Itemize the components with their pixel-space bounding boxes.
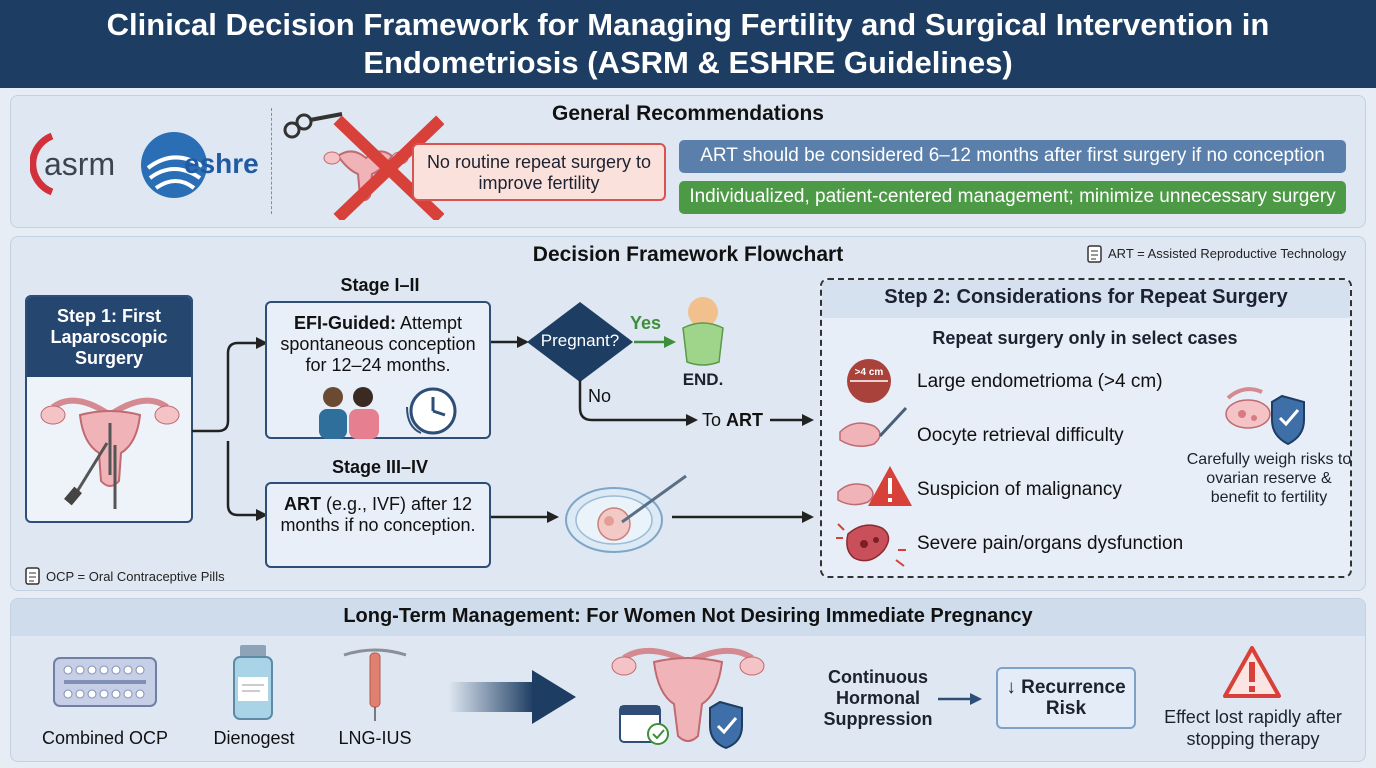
- stage-1-2-label: Stage I–II: [340, 275, 420, 295]
- big-gradient-arrow: [448, 670, 576, 724]
- repeat-only-subtitle: Repeat surgery only in select cases: [932, 328, 1238, 348]
- ocp-definition-note: OCP = Oral Contraceptive Pills: [24, 566, 244, 586]
- efi-description: Attempt spontaneous conception for 12–24…: [280, 313, 476, 375]
- criterion-endometrioma: Large endometrioma (>4 cm): [917, 371, 1163, 392]
- step1-branch-connector: [192, 337, 268, 521]
- recurrence-risk-text: ↓ Recurrence Risk: [1006, 677, 1126, 719]
- pregnant-question: Pregnant?: [540, 331, 620, 350]
- long-term-header-bar: [11, 599, 1365, 636]
- individualized-management-pill: Individualized, patient-centered managem…: [679, 181, 1346, 214]
- combined-ocp-label: Combined OCP: [41, 728, 169, 748]
- lng-ius-icon: [343, 648, 407, 721]
- art-definition-note: ART = Assisted Reproductive Technology: [1086, 244, 1361, 264]
- to-art-bold: ART: [726, 410, 764, 430]
- criterion-malignancy: Suspicion of malignancy: [917, 479, 1122, 500]
- efi-guided-text: EFI-Guided: Attempt spontaneous concepti…: [273, 313, 483, 376]
- yes-arrow: [634, 336, 676, 348]
- ovary-shield-icon: [1225, 387, 1305, 446]
- couple-clock-icon: [319, 387, 457, 439]
- no-repeat-surgery-text: No routine repeat surgery to improve fer…: [426, 152, 652, 193]
- efi-bold-label: EFI-Guided:: [293, 313, 396, 333]
- effect-lost-text: Effect lost rapidly after stopping thera…: [1164, 707, 1342, 749]
- note-icon: [1087, 245, 1102, 263]
- to-text: To: [702, 410, 727, 430]
- end-label: END.: [682, 370, 724, 389]
- asrm-logo-text: asrm: [44, 146, 116, 182]
- lng-ius-label: LNG-IUS: [338, 728, 412, 748]
- malignancy-warning-icon: [837, 466, 912, 506]
- art-ivf-text: ART (e.g., IVF) after 12 months if no co…: [279, 494, 477, 536]
- art-ivf-box: ART (e.g., IVF) after 12 months if no co…: [265, 482, 491, 568]
- oocyte-retrieval-icon: [839, 406, 908, 447]
- to-art-label: To ART: [702, 410, 763, 431]
- criterion-oocyte-retrieval: Oocyte retrieval difficulty: [917, 425, 1124, 446]
- dienogest-bottle-icon: [233, 645, 273, 720]
- header-bar: [0, 0, 1376, 88]
- no-repeat-surgery-box: No routine repeat surgery to improve fer…: [412, 143, 666, 201]
- criterion-severe-pain: Severe pain/organs dysfunction: [917, 533, 1184, 554]
- weigh-risks-text: Carefully weigh risks to ovarian reserve…: [1186, 451, 1352, 506]
- arrow-to-recurrence: [938, 693, 982, 705]
- pregnant-decision-diamond: [527, 302, 633, 382]
- ocp-pack-icon: [53, 657, 157, 707]
- asrm-logo: asrm: [29, 128, 130, 200]
- flowchart-heading: Decision Framework Flowchart: [532, 243, 844, 266]
- uterus-calendar-shield-icon: [611, 647, 765, 750]
- ocp-definition-text: OCP = Oral Contraceptive Pills: [46, 569, 225, 584]
- long-term-heading: Long-Term Management: For Women Not Desi…: [343, 605, 1033, 627]
- size-badge-text: >4 cm: [854, 367, 884, 378]
- stage-3-4-label: Stage III–IV: [331, 457, 429, 477]
- laparoscopy-uterus-icon: [40, 397, 180, 509]
- eshre-logo-text: eshre: [184, 148, 259, 179]
- to-art-arrow: [770, 414, 814, 426]
- art-consideration-pill: ART should be considered 6–12 months aft…: [679, 140, 1346, 173]
- no-label: No: [588, 386, 612, 406]
- dienogest-label: Dienogest: [213, 728, 295, 748]
- yes-label: Yes: [630, 313, 662, 333]
- step2-title: Step 2: Considerations for Repeat Surger…: [884, 286, 1288, 308]
- continuous-suppression-label: Continuous Hormonal Suppression: [823, 667, 933, 729]
- warning-triangle-icon: [1223, 646, 1281, 698]
- no-path-connector: [578, 380, 698, 426]
- recurrence-risk-box: ↓ Recurrence Risk: [996, 667, 1136, 729]
- efi-guided-box: EFI-Guided: Attempt spontaneous concepti…: [265, 301, 491, 439]
- art-ivf-bold: ART: [283, 494, 321, 514]
- arrow-art-to-ivf: [491, 511, 559, 523]
- page-title: Clinical Decision Framework for Managing…: [106, 7, 1270, 80]
- art-definition-text: ART = Assisted Reproductive Technology: [1108, 246, 1347, 261]
- art-ivf-description: (e.g., IVF) after 12 months if no concep…: [280, 494, 476, 535]
- endometrioma-size-icon: [847, 359, 891, 403]
- arrow-efi-to-pregnant: [491, 336, 529, 348]
- logo-divider: [271, 108, 272, 214]
- step1-box: Step 1: First Laparoscopic Surgery: [25, 295, 193, 523]
- step1-title: Step 1: First Laparoscopic Surgery: [50, 306, 168, 368]
- step2-box: [820, 278, 1352, 578]
- severe-pain-icon: [836, 523, 906, 567]
- baby-icon: [682, 297, 724, 366]
- eshre-logo: eshre: [138, 128, 259, 202]
- note-icon: [25, 567, 40, 585]
- ivf-petri-dish-icon: [565, 474, 687, 553]
- arrow-ivf-to-step2: [672, 511, 814, 523]
- general-heading: General Recommendations: [552, 102, 824, 125]
